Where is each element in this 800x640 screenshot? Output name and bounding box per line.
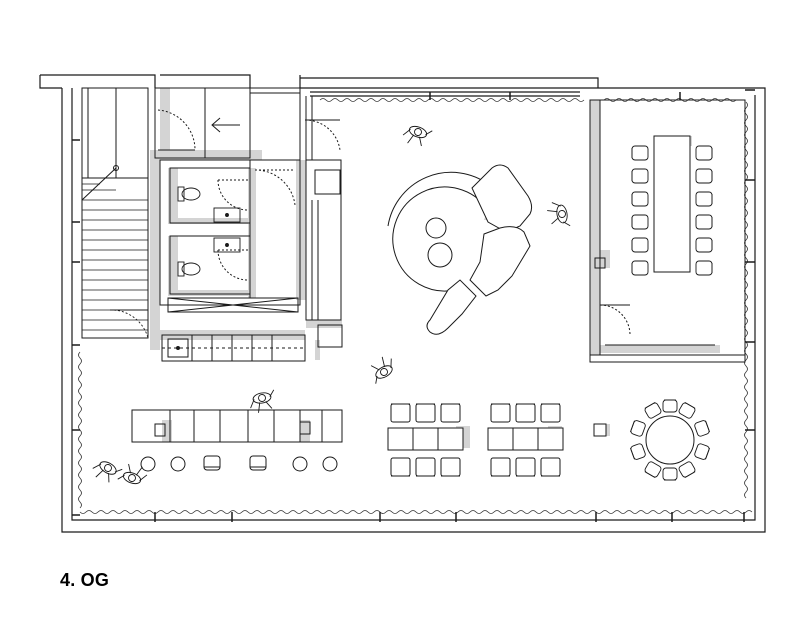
chair-icon xyxy=(662,399,678,413)
chair-icon xyxy=(695,145,713,161)
chair-icon xyxy=(662,467,678,481)
chair-icon xyxy=(390,403,411,423)
work-table xyxy=(387,403,464,477)
work-table xyxy=(487,403,564,477)
stool-icon xyxy=(292,456,308,472)
coffee-table xyxy=(427,242,453,268)
person-figure xyxy=(117,463,148,485)
chair-icon xyxy=(644,461,662,478)
people-figures xyxy=(92,125,571,485)
person-figure xyxy=(370,356,393,384)
chair-icon xyxy=(644,402,662,419)
meeting-table xyxy=(653,135,691,273)
chair-icon xyxy=(631,260,649,276)
chair-icon xyxy=(694,443,711,460)
floor-label: 4. OG xyxy=(60,570,110,590)
sink-icon xyxy=(213,237,241,253)
toilet-icon xyxy=(177,186,201,202)
stool-icon xyxy=(140,456,156,472)
person-figure xyxy=(92,461,123,483)
stair-core xyxy=(81,87,149,339)
stair-door xyxy=(109,309,149,339)
restrooms xyxy=(159,159,301,313)
meeting-chairs xyxy=(631,145,713,276)
chair-icon xyxy=(678,402,696,419)
coffee-table xyxy=(425,217,447,239)
sink-icon xyxy=(213,207,241,223)
chair-icon xyxy=(540,403,561,423)
chair-icon xyxy=(629,443,646,460)
chair-icon xyxy=(694,420,711,437)
toilet-icon xyxy=(177,261,201,277)
desk xyxy=(487,427,514,451)
round-table-chairs xyxy=(629,399,711,481)
stool-icon xyxy=(170,456,186,472)
chair-icon xyxy=(631,237,649,253)
window-mullions xyxy=(72,89,755,522)
person-figure xyxy=(547,202,571,227)
desk xyxy=(437,427,464,451)
kitchen-counter xyxy=(161,334,306,362)
lounge-rug xyxy=(392,186,489,292)
chair-icon xyxy=(440,403,461,423)
entry-corridor xyxy=(154,87,341,160)
chair-icon xyxy=(515,403,536,423)
desk xyxy=(512,427,539,451)
work-tables xyxy=(387,403,564,477)
stool-icon xyxy=(322,456,338,472)
bar-stools xyxy=(140,455,338,472)
desk xyxy=(387,427,414,451)
chair-icon xyxy=(695,237,713,253)
lounge-rug xyxy=(387,171,489,227)
chair-icon xyxy=(390,457,411,477)
chair-icon xyxy=(631,214,649,230)
chair-icon xyxy=(695,260,713,276)
chair-icon xyxy=(540,457,561,477)
chair-icon xyxy=(631,168,649,184)
stair-treads xyxy=(82,183,148,331)
desk xyxy=(537,427,564,451)
exterior-walls xyxy=(39,74,766,533)
chair-icon xyxy=(631,145,649,161)
chair-icon xyxy=(695,191,713,207)
chair-icon xyxy=(490,457,511,477)
chair-icon xyxy=(629,420,646,437)
chair-icon xyxy=(415,403,436,423)
chair-icon xyxy=(415,457,436,477)
chair-icon xyxy=(631,191,649,207)
lounge-sofa xyxy=(426,164,533,335)
meeting-room xyxy=(589,99,746,363)
chair-icon xyxy=(678,461,696,478)
chair-icon xyxy=(515,457,536,477)
person-figure xyxy=(250,389,275,413)
chair-icon xyxy=(440,457,461,477)
column xyxy=(593,423,607,437)
chair-icon xyxy=(695,214,713,230)
kitchen-island xyxy=(131,409,343,443)
stool-icon xyxy=(249,455,267,471)
chair-icon xyxy=(490,403,511,423)
person-figure xyxy=(402,125,433,147)
chair-icon xyxy=(695,168,713,184)
stool-icon xyxy=(203,455,221,471)
desk xyxy=(412,427,439,451)
service-closet xyxy=(305,159,343,348)
round-table xyxy=(645,415,695,465)
